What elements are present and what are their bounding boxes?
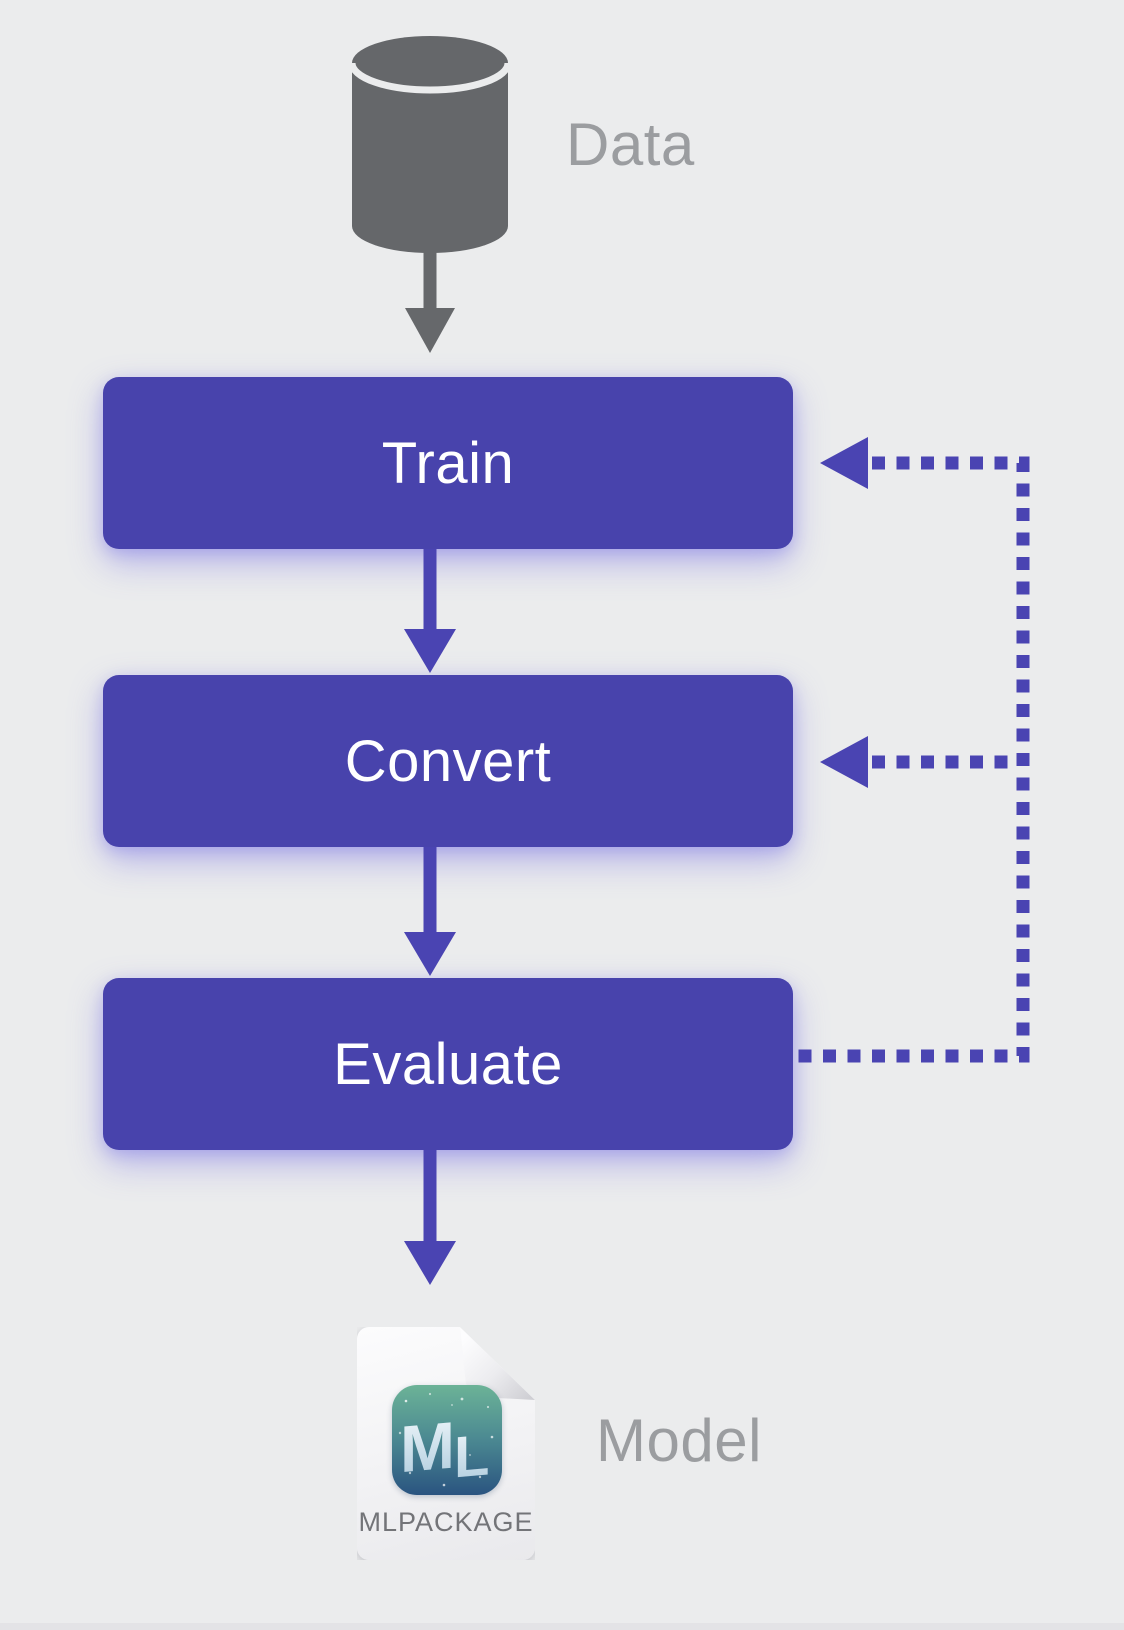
- database-icon: [348, 36, 512, 253]
- node-convert: Convert: [103, 675, 793, 847]
- node-evaluate: Evaluate: [103, 978, 793, 1150]
- data-label: Data: [566, 111, 695, 178]
- node-train: Train: [103, 377, 793, 549]
- mlpackage-badge: MLPACKAGE: [358, 1507, 534, 1537]
- ml-letter-m: M: [400, 1409, 455, 1488]
- node-evaluate-label: Evaluate: [333, 1031, 563, 1097]
- node-convert-label: Convert: [344, 728, 552, 794]
- ml-app-icon: M L: [392, 1385, 502, 1495]
- bottom-divider: [0, 1623, 1124, 1630]
- node-train-label: Train: [381, 430, 515, 496]
- ml-letter-l: L: [454, 1423, 489, 1491]
- arrow-evaluate-to-model-icon: [404, 1150, 456, 1285]
- feedback-arrowhead-to-convert: [820, 736, 868, 788]
- arrow-convert-to-evaluate-icon: [404, 847, 456, 976]
- feedback-arrowhead-to-train: [820, 437, 868, 489]
- model-label: Model: [596, 1407, 762, 1474]
- mlpackage-file-icon: M L MLPACKAGE: [357, 1327, 535, 1560]
- arrow-data-to-train-icon: [405, 250, 455, 353]
- arrow-train-to-convert-icon: [404, 549, 456, 673]
